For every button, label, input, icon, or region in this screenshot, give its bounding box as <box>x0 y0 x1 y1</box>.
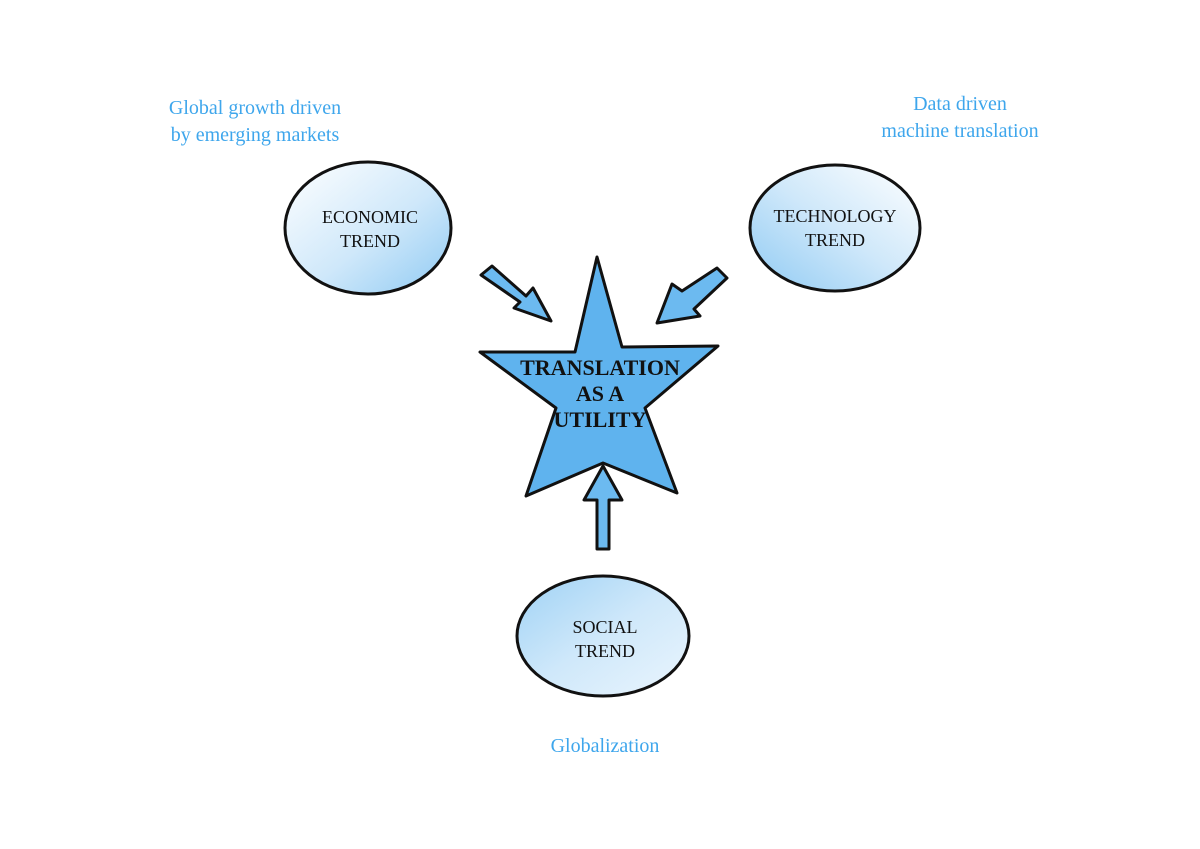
economic-trend-caption: Global growth driven by emerging markets <box>140 95 370 149</box>
technology-trend-oval <box>748 163 922 293</box>
economic-trend-label: ECONOMIC TREND <box>290 205 450 253</box>
technology-label-line2: TREND <box>805 230 865 250</box>
center-label-line1: TRANSLATION <box>520 355 680 380</box>
center-label-line3: UTILITY <box>553 407 647 432</box>
economic-caption-line1: Global growth driven <box>168 97 342 119</box>
social-arrow <box>582 464 624 551</box>
technology-arrow <box>655 266 729 325</box>
social-trend-caption: Globalization <box>520 733 690 760</box>
economic-arrow <box>479 264 553 323</box>
center-label-line2: AS A <box>575 381 625 406</box>
economic-label-line1: ECONOMIC <box>321 207 418 227</box>
economic-trend-oval <box>283 160 453 296</box>
economic-caption-line2: by emerging markets <box>170 124 340 146</box>
social-trend-oval <box>515 574 691 698</box>
social-caption-line1: Globalization <box>550 735 660 757</box>
social-label-line1: SOCIAL <box>572 617 638 637</box>
translation-utility-star <box>478 255 720 498</box>
technology-trend-label: TECHNOLOGY TREND <box>750 204 920 252</box>
center-label: TRANSLATION AS A UTILITY <box>480 355 720 433</box>
technology-caption-line2: machine translation <box>881 120 1039 142</box>
technology-label-line1: TECHNOLOGY <box>773 206 897 226</box>
economic-label-line2: TREND <box>340 231 400 251</box>
social-label-line2: TREND <box>575 641 635 661</box>
social-trend-label: SOCIAL TREND <box>520 615 690 663</box>
technology-caption-line1: Data driven <box>913 93 1007 115</box>
technology-trend-caption: Data driven machine translation <box>860 91 1060 145</box>
